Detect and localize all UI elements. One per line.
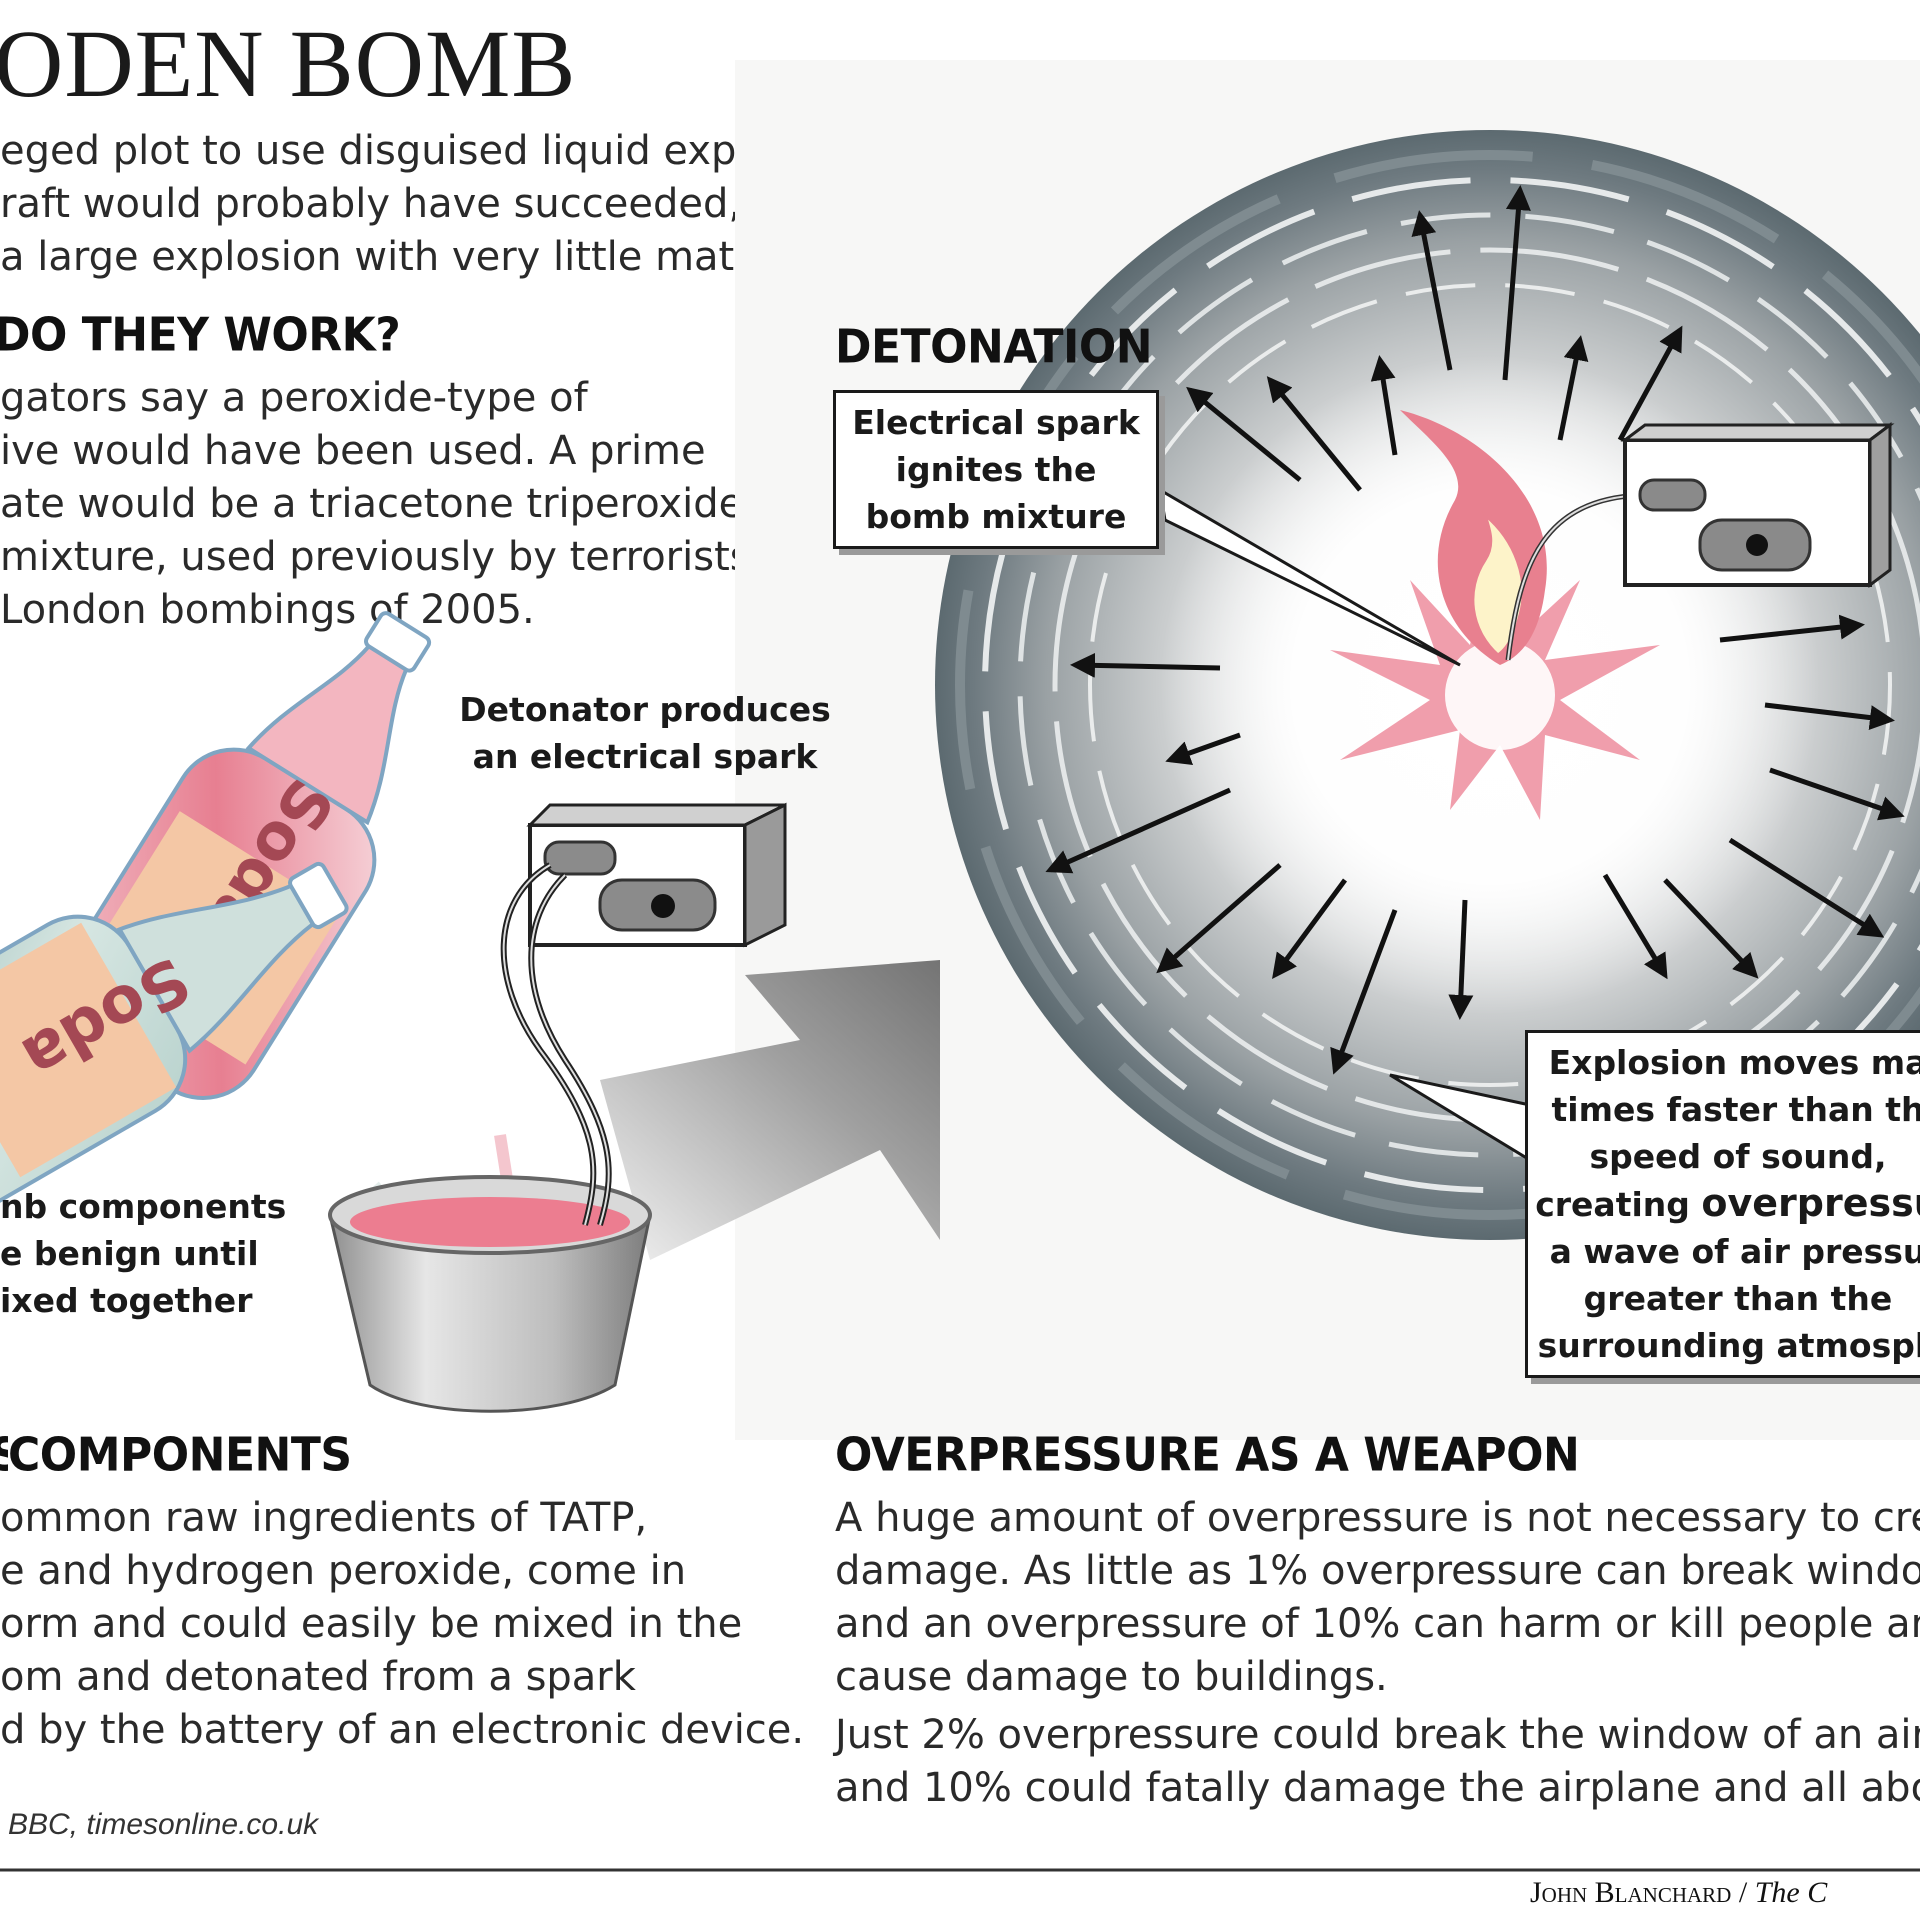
overpressure-heading: OVERPRESSURE AS A WEAPON	[835, 1428, 1580, 1483]
explosion-callout-line: surrounding atmosph	[1537, 1326, 1920, 1365]
detonation-callout-line: ignites the	[895, 450, 1097, 489]
explosion-callout-line: creating overpressu	[1528, 1180, 1920, 1228]
intro-line: a large explosion with very little mater…	[0, 234, 835, 280]
explosion-callout-line: greater than the	[1583, 1279, 1893, 1318]
explosion-callout: Explosion moves ma times faster than th …	[1525, 1030, 1920, 1378]
how-line: mixture, used previously by terrorists	[0, 534, 751, 580]
components-label-line: nb components	[0, 1187, 287, 1226]
explosion-callout-line: speed of sound,	[1589, 1137, 1887, 1176]
detonator-label-line: an electrical spark	[472, 737, 818, 776]
detonator-device-right	[1620, 422, 1895, 588]
components-label-line: ixed together	[0, 1281, 253, 1320]
components-line: om and detonated from a spark	[0, 1654, 636, 1700]
detonator-device-left	[526, 802, 787, 948]
overpressure-line: cause damage to buildings.	[835, 1654, 1388, 1700]
page-title: ODEN BOMB	[0, 10, 577, 117]
explosion-callout-line: a wave of air pressu	[1549, 1232, 1920, 1271]
detonation-heading: DETONATION	[835, 320, 1153, 375]
how-line: ate would be a triacetone triperoxide	[0, 481, 744, 527]
pressure-arrows	[1045, 185, 1905, 1075]
detonation-callout: Electrical spark ignites the bomb mixtur…	[833, 390, 1159, 549]
explosion-callout-line: Explosion moves ma	[1548, 1043, 1920, 1082]
components-heading-text: COMPONENTS	[8, 1428, 352, 1483]
mixing-bucket	[328, 1175, 652, 1413]
soda-bottle-green	[0, 861, 349, 1231]
how-line: London bombings of 2005.	[0, 587, 535, 633]
components-text: ommon raw ingredients of TATP, e and hyd…	[0, 1492, 804, 1757]
overpressure-line: and an overpressure of 10% can harm or k…	[835, 1601, 1920, 1647]
credit-name: John Blanchard	[1530, 1876, 1732, 1909]
components-line: ommon raw ingredients of TATP,	[0, 1495, 648, 1541]
components-line: d by the battery of an electronic device…	[0, 1707, 805, 1753]
credit-line: John Blanchard / The C	[1530, 1876, 1827, 1910]
detonation-callout-line: Electrical spark	[852, 403, 1140, 442]
overpressure-line: Just 2% overpressure could break the win…	[835, 1712, 1920, 1758]
overpressure-text: A huge amount of overpressure is not nec…	[835, 1492, 1920, 1815]
detonation-pointer	[1157, 487, 1461, 667]
components-line: e and hydrogen peroxide, come in	[0, 1548, 687, 1594]
credit-publication: The C	[1754, 1876, 1828, 1909]
how-heading: DO THEY WORK?	[0, 308, 401, 363]
how-line: gators say a peroxide-type of	[0, 375, 588, 421]
explosion-callout-bold: overpressu	[1701, 1181, 1920, 1225]
flame-icon	[1400, 410, 1547, 665]
how-line: ive would have been used. A prime	[0, 428, 706, 474]
credit-separator: /	[1731, 1876, 1755, 1909]
overpressure-line: and 10% could fatally damage the airplan…	[835, 1765, 1920, 1811]
components-line: orm and could easily be mixed in the	[0, 1601, 743, 1647]
components-label: nb components e benign until ixed togeth…	[0, 1183, 286, 1324]
source-note: BBC, timesonline.co.uk	[8, 1808, 319, 1841]
detonator-label-line: Detonator produces	[459, 690, 831, 729]
explosion-callout-text: creating	[1535, 1185, 1702, 1224]
explosion-callout-line: times faster than th	[1551, 1090, 1920, 1129]
overpressure-line: damage. As little as 1% overpressure can…	[835, 1548, 1920, 1594]
components-label-line: e benign until	[0, 1234, 259, 1273]
how-text: gators say a peroxide-type of ive would …	[0, 372, 751, 637]
overpressure-line: A huge amount of overpressure is not nec…	[835, 1495, 1920, 1541]
detonator-label: Detonator produces an electrical spark	[455, 686, 835, 780]
components-heading: SCOMPONENTS	[0, 1429, 352, 1483]
detonation-callout-line: bomb mixture	[865, 497, 1127, 536]
process-arrow	[600, 960, 940, 1260]
